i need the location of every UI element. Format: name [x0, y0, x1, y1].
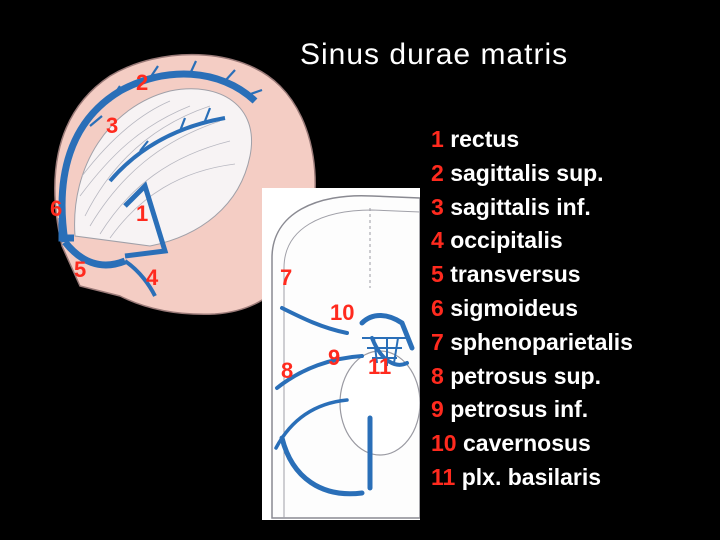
legend-item: 6 sigmoideus [431, 294, 578, 321]
label-7: 7 [280, 265, 293, 290]
label-9: 9 [328, 345, 341, 370]
sinus-legend: 1 rectus 2 sagittalis sup. 3 sagittalis … [431, 123, 633, 495]
slide-title: Sinus durae matris [300, 38, 569, 71]
legend-item: 10 cavernosus [431, 430, 591, 457]
label-11: 11 [368, 354, 392, 379]
legend-item: 1 rectus [431, 126, 520, 152]
label-10: 10 [330, 300, 355, 325]
skull-base-sinus-illustration [262, 188, 420, 520]
label-8: 8 [281, 358, 294, 383]
label-3: 3 [106, 113, 119, 138]
legend-item: 4 occipitalis [431, 227, 563, 254]
legend-item: 5 transversus [431, 261, 581, 288]
legend-item: 8 petrosus sup. [431, 362, 601, 389]
legend-item: 9 petrosus inf. [431, 396, 589, 423]
label-4: 4 [146, 265, 159, 290]
label-2: 2 [136, 70, 149, 95]
legend-item: 2 sagittalis sup. [431, 159, 604, 186]
legend-item: 11 plx. basilaris [431, 463, 602, 490]
label-6: 6 [50, 196, 63, 221]
label-1: 1 [136, 201, 149, 226]
label-5: 5 [74, 257, 87, 282]
legend-item: 7 sphenoparietalis [431, 328, 633, 355]
sagittal-sinus-illustration [54, 53, 316, 316]
legend-item: 3 sagittalis inf. [431, 193, 591, 220]
